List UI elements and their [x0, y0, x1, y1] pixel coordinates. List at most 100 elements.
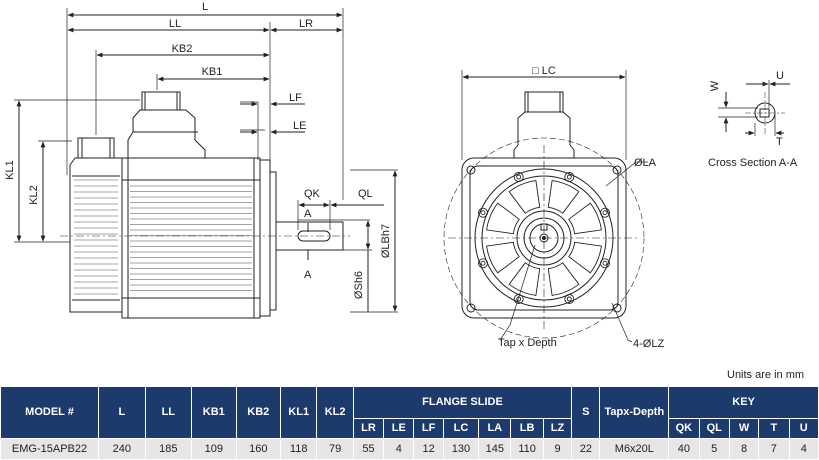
- cell-QL: 5: [698, 438, 730, 460]
- header-key: KEY: [668, 386, 819, 419]
- dim-KL2-label: KL2: [28, 185, 40, 205]
- dim-Sh6-label: ØSh6: [353, 271, 365, 299]
- cell-LZ: 9: [542, 438, 573, 460]
- subheader-LA: LA: [478, 418, 512, 439]
- cell-QK: 40: [668, 438, 700, 460]
- subheader-LF: LF: [413, 418, 444, 439]
- flange-hole-inner: [516, 296, 522, 302]
- subheader-LR: LR: [352, 418, 385, 439]
- dim-L-label: L: [202, 1, 208, 13]
- dim-LF-label: LF: [289, 92, 302, 104]
- motor-dimension-drawing: L LL LR KB2 KB1 LF LE QK QL A A KL1 KL2 …: [4, 1, 798, 350]
- header-model: MODEL #: [0, 386, 100, 439]
- front-flange-ribs: [486, 180, 602, 296]
- dim-W-label: W: [709, 80, 721, 91]
- subheader-LB: LB: [510, 418, 544, 439]
- dim-KB2-label: KB2: [172, 43, 193, 55]
- dim-LA-label: ØLA: [634, 157, 657, 169]
- header-LL: LL: [144, 386, 193, 439]
- flange-rib-window: [508, 180, 541, 214]
- flange-rib-window: [568, 241, 602, 274]
- cell-S: 22: [571, 438, 601, 460]
- header-tap-depth: Tapx-Depth: [599, 386, 670, 439]
- dim-LZ-label: 4-ØLZ: [633, 338, 664, 350]
- flange-rib-window: [547, 262, 580, 296]
- flange-hole: [478, 258, 488, 269]
- flange-rib-window: [486, 241, 520, 274]
- cross-section-label: Cross Section A-A: [708, 157, 798, 169]
- flange-rib-window: [508, 262, 541, 296]
- header-KB1: KB1: [191, 386, 237, 439]
- flange-hole: [513, 294, 524, 304]
- subheader-QL: QL: [698, 418, 730, 439]
- header-flange-slide: FLANGE SLIDE: [352, 386, 573, 419]
- flange-hole-inner: [480, 210, 486, 216]
- flange-hole: [600, 207, 610, 218]
- header-S: S: [571, 386, 601, 439]
- dim-LL-label: LL: [169, 18, 181, 30]
- cell-LE: 4: [383, 438, 415, 460]
- spec-table: MODEL # L LL KB1 KB2 KL1 KL2 FLANGE SLID…: [0, 386, 819, 460]
- flange-hole: [478, 207, 488, 218]
- subheader-LE: LE: [383, 418, 415, 439]
- cell-W: 8: [728, 438, 760, 460]
- flange-hole-inner: [602, 210, 608, 216]
- header-KL2: KL2: [316, 386, 354, 439]
- header-KL1: KL1: [279, 386, 318, 439]
- flange-hole-inner: [602, 260, 608, 266]
- subheader-T: T: [758, 418, 790, 439]
- cell-U: 4: [788, 438, 819, 460]
- cell-LF: 12: [413, 438, 444, 460]
- flange-hole-inner: [480, 260, 486, 266]
- flange-hole-inner: [566, 296, 572, 302]
- cell-tap-depth: M6x20L: [599, 438, 670, 460]
- side-view: [14, 8, 398, 319]
- cross-section-a-a: [718, 80, 790, 136]
- dim-LR-label: LR: [299, 18, 313, 30]
- cell-LC: 130: [442, 438, 480, 460]
- dim-KL1-label: KL1: [4, 160, 16, 180]
- dim-U-label: U: [776, 70, 784, 82]
- cell-LB: 110: [510, 438, 544, 460]
- dim-LE-label: LE: [293, 120, 306, 132]
- dim-LC-label: □ LC: [532, 65, 556, 77]
- header-row: MODEL # L LL KB1 KB2 KL1 KL2 FLANGE SLID…: [0, 386, 819, 439]
- cell-LR: 55: [352, 438, 385, 460]
- body-fins: [130, 185, 252, 291]
- flange-hole-inner: [566, 174, 572, 180]
- cell-LL: 185: [144, 438, 193, 460]
- flange-rib-window: [486, 202, 520, 235]
- flange-hole: [600, 258, 610, 269]
- table-row: EMG-15APB22 240 185 109 160 118 79 55 4 …: [0, 438, 819, 460]
- flange-hole: [513, 172, 524, 182]
- front-flange-holes: [478, 172, 610, 304]
- subheader-LZ: LZ: [542, 418, 573, 439]
- section-A-top-label: A: [304, 208, 312, 220]
- cell-KB2: 160: [235, 438, 282, 460]
- subheader-LC: LC: [442, 418, 480, 439]
- flange-hole: [564, 294, 575, 304]
- cell-T: 7: [758, 438, 790, 460]
- flange-rib-window: [547, 180, 580, 214]
- dim-KB1-label: KB1: [202, 66, 223, 78]
- cell-KL2: 79: [316, 438, 354, 460]
- dim-QL-label: QL: [358, 188, 373, 200]
- tap-depth-label: Tap x Depth: [498, 337, 557, 349]
- front-view: [443, 70, 648, 343]
- section-A-bottom-label: A: [304, 269, 312, 281]
- header-KB2: KB2: [235, 386, 282, 439]
- flange-rib-window: [568, 202, 602, 235]
- cell-KB1: 109: [191, 438, 237, 460]
- rear-housing-fins: [74, 179, 118, 295]
- cell-model: EMG-15APB22: [0, 438, 100, 460]
- dim-QK-label: QK: [304, 188, 321, 200]
- flange-hole: [564, 172, 575, 182]
- cell-KL1: 118: [279, 438, 318, 460]
- subheader-QK: QK: [668, 418, 700, 439]
- subheader-row: LR LE LF LC LA LB LZ QK QL W T U: [1, 418, 819, 439]
- flange-hole-inner: [516, 174, 522, 180]
- subheader-U: U: [788, 418, 819, 439]
- dim-T-label: T: [776, 136, 783, 148]
- cell-LA: 145: [478, 438, 512, 460]
- subheader-W: W: [728, 418, 760, 439]
